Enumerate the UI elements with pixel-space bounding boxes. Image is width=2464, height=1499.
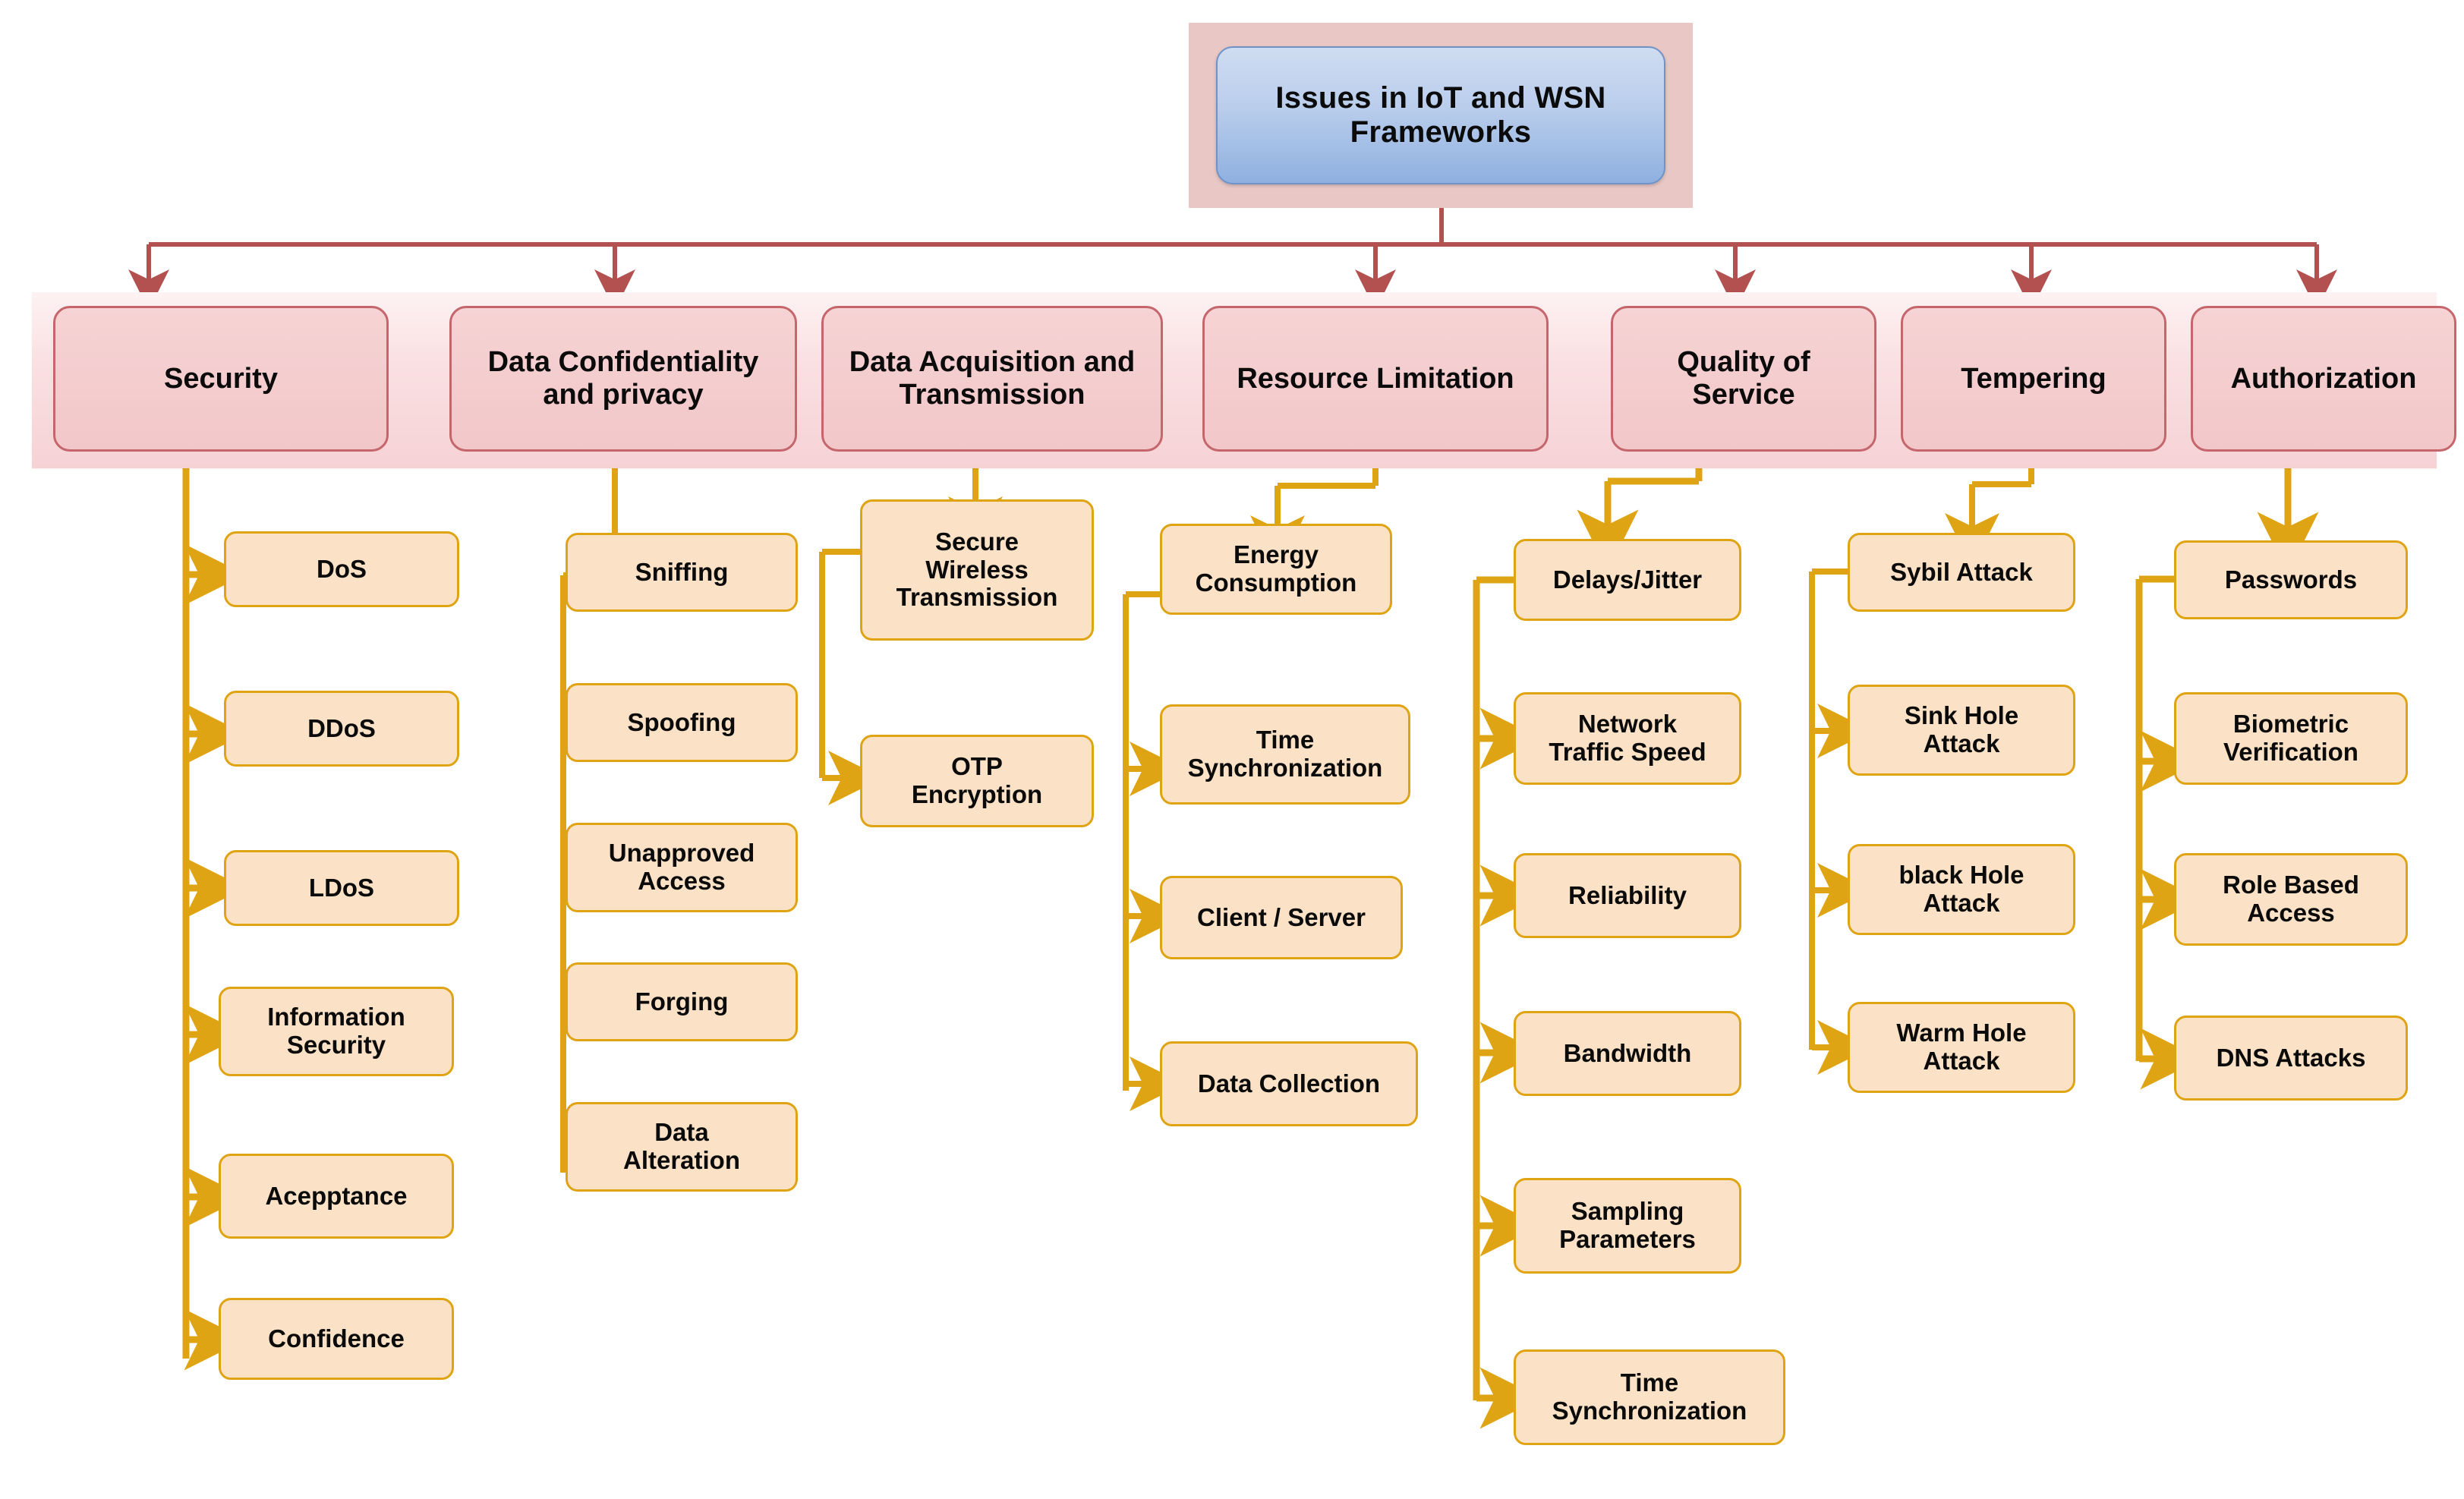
security-connectors (182, 425, 246, 1371)
leaf-sampling-parameters[interactable]: Sampling Parameters (1514, 1178, 1741, 1274)
category-tempering[interactable]: Tempering (1901, 306, 2166, 452)
root-node[interactable]: Issues in IoT and WSN Frameworks (1216, 46, 1665, 184)
leaf-ldos[interactable]: LDoS (224, 850, 459, 926)
category-data-acquisition[interactable]: Data Acquisition and Transmission (821, 306, 1163, 452)
leaf-data-alteration[interactable]: Data Alteration (566, 1102, 798, 1192)
leaf-acepptance[interactable]: Acepptance (219, 1154, 454, 1239)
category-quality-of-service[interactable]: Quality of Service (1611, 306, 1876, 452)
leaf-ddos[interactable]: DDoS (224, 691, 459, 767)
leaf-client-server[interactable]: Client / Server (1160, 876, 1403, 959)
leaf-secure-wireless-transmission[interactable]: Secure Wireless Transmission (860, 499, 1094, 641)
root-connectors (128, 199, 2337, 310)
category-data-confidentiality[interactable]: Data Confidentiality and privacy (449, 306, 797, 452)
leaf-warm-hole-attack[interactable]: Warm Hole Attack (1848, 1002, 2075, 1093)
leaf-dns-attacks[interactable]: DNS Attacks (2174, 1016, 2408, 1101)
leaf-sybil-attack[interactable]: Sybil Attack (1848, 533, 2075, 612)
category-authorization[interactable]: Authorization (2191, 306, 2456, 452)
leaf-sink-hole-attack[interactable]: Sink Hole Attack (1848, 685, 2075, 776)
leaf-time-synchronization-qos[interactable]: Time Synchronization (1514, 1349, 1785, 1445)
category-resource-limitation[interactable]: Resource Limitation (1202, 306, 1549, 452)
leaf-passwords[interactable]: Passwords (2174, 540, 2408, 619)
leaf-confidence[interactable]: Confidence (219, 1298, 454, 1380)
leaf-bandwidth[interactable]: Bandwidth (1514, 1011, 1741, 1096)
leaf-role-based-access[interactable]: Role Based Access (2174, 853, 2408, 946)
leaf-reliability[interactable]: Reliability (1514, 853, 1741, 938)
leaf-information-security[interactable]: Information Security (219, 987, 454, 1076)
leaf-spoofing[interactable]: Spoofing (566, 683, 798, 762)
leaf-energy-consumption[interactable]: Energy Consumption (1160, 524, 1392, 615)
leaf-black-hole-attack[interactable]: black Hole Attack (1848, 844, 2075, 935)
leaf-otp-encryption[interactable]: OTP Encryption (860, 735, 1094, 827)
leaf-dos[interactable]: DoS (224, 531, 459, 607)
leaf-time-synchronization-rl[interactable]: Time Synchronization (1160, 704, 1410, 805)
leaf-unapproved-access[interactable]: Unapproved Access (566, 823, 798, 912)
leaf-sniffing[interactable]: Sniffing (566, 533, 798, 612)
leaf-network-traffic-speed[interactable]: Network Traffic Speed (1514, 692, 1741, 785)
leaf-data-collection[interactable]: Data Collection (1160, 1041, 1418, 1126)
leaf-forging[interactable]: Forging (566, 962, 798, 1041)
category-security[interactable]: Security (53, 306, 389, 452)
leaf-biometric-verification[interactable]: Biometric Verification (2174, 692, 2408, 785)
leaf-delays-jitter[interactable]: Delays/Jitter (1514, 539, 1741, 621)
